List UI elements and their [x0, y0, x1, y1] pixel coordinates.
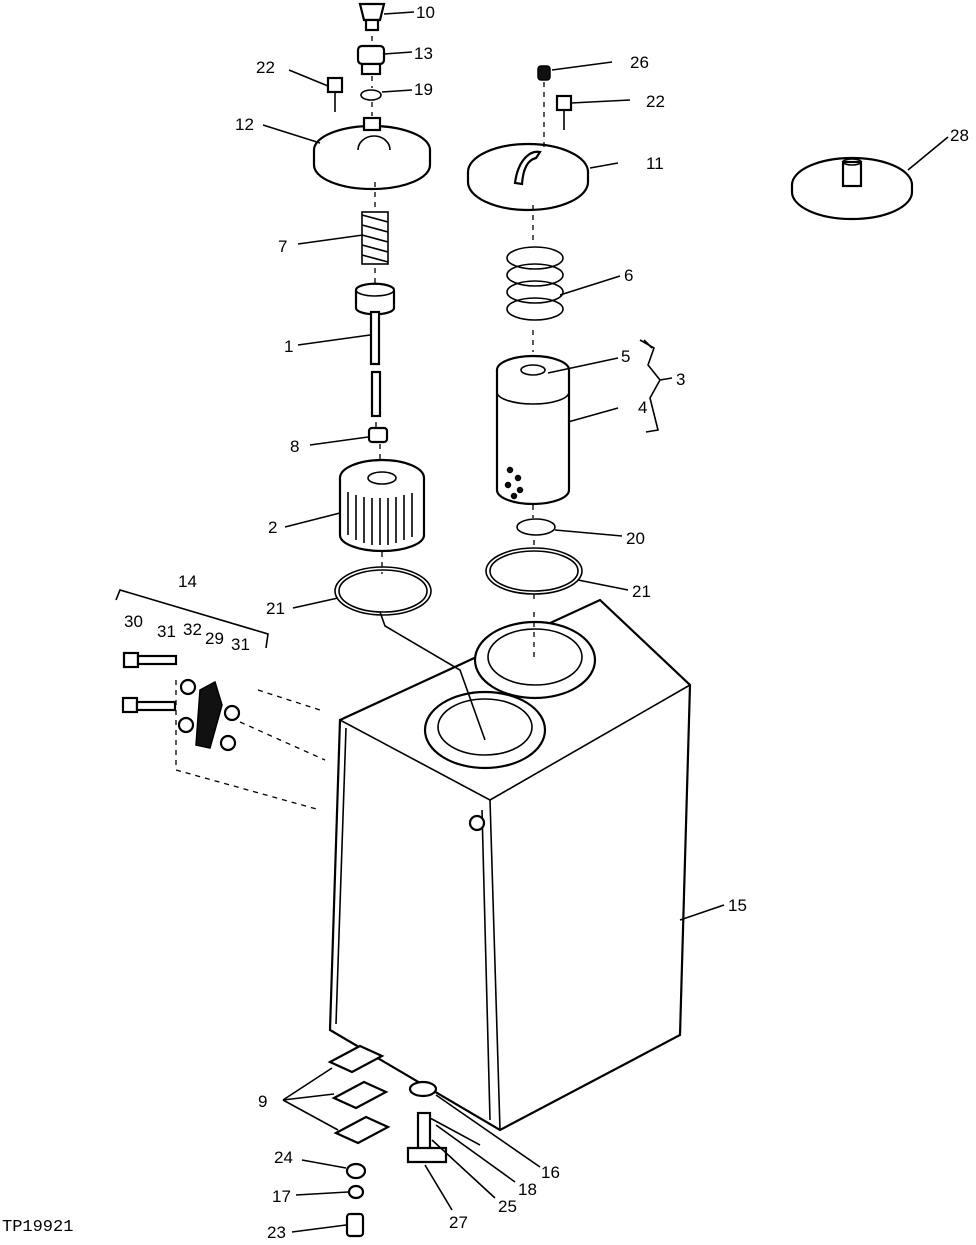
- callout-15: 15: [728, 896, 747, 915]
- callout-labels: 10 13 22 19 12 26 22 11 28 7 6 1 5 3 4 8…: [124, 3, 969, 1242]
- callout-27: 27: [449, 1213, 468, 1232]
- figure-id: TP19921: [2, 1218, 74, 1237]
- callout-26: 26: [630, 53, 649, 72]
- hydraulic-tank: [328, 598, 692, 1132]
- callout-16: 16: [541, 1163, 560, 1182]
- callout-6: 6: [624, 266, 633, 285]
- callout-21-left: 21: [266, 599, 285, 618]
- callout-2: 2: [268, 518, 277, 537]
- callout-18: 18: [518, 1180, 537, 1199]
- callout-30: 30: [124, 612, 143, 631]
- callout-21-right: 21: [632, 582, 651, 601]
- callout-22-left: 22: [256, 58, 275, 77]
- callout-17: 17: [272, 1187, 291, 1206]
- callout-7: 7: [278, 237, 287, 256]
- callout-1: 1: [284, 337, 293, 356]
- callout-4: 4: [638, 398, 647, 417]
- callout-31-left: 31: [157, 622, 176, 641]
- callout-25: 25: [498, 1197, 517, 1216]
- callout-3: 3: [676, 370, 685, 389]
- callout-12: 12: [235, 115, 254, 134]
- callout-32: 32: [183, 620, 202, 639]
- right-filter-stack: [466, 65, 590, 660]
- callout-13: 13: [414, 44, 433, 63]
- callout-14: 14: [178, 572, 197, 591]
- callout-10: 10: [416, 3, 435, 22]
- leader-lines: [262, 11, 949, 1233]
- callout-23: 23: [267, 1223, 286, 1242]
- drain-parts: [327, 1044, 481, 1238]
- callout-31-right: 31: [231, 635, 250, 654]
- alternate-cover: [790, 156, 914, 221]
- callout-9: 9: [258, 1092, 267, 1111]
- callout-29: 29: [205, 629, 224, 648]
- callout-5: 5: [621, 347, 630, 366]
- left-filter-stack: [312, 2, 486, 741]
- callout-24: 24: [274, 1148, 293, 1167]
- clamp-assembly: [115, 589, 326, 811]
- callout-20: 20: [626, 529, 645, 548]
- callout-28: 28: [950, 126, 969, 145]
- callout-22-right: 22: [646, 92, 665, 111]
- callout-8: 8: [290, 437, 299, 456]
- callout-11: 11: [646, 154, 664, 173]
- callout-19: 19: [414, 80, 433, 99]
